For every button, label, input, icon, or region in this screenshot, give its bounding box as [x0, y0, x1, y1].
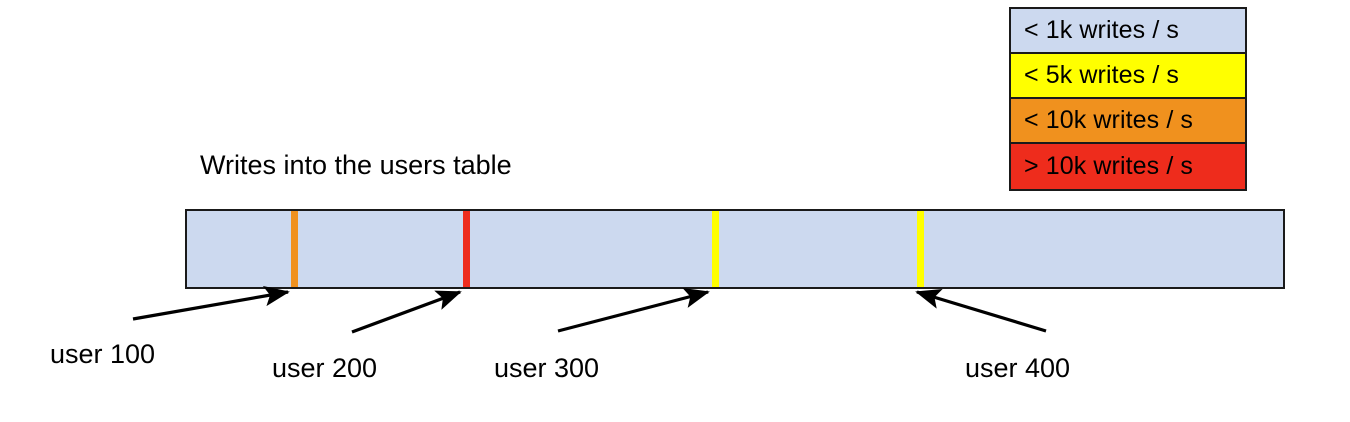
legend-row-tier-4: > 10k writes / s [1011, 144, 1245, 189]
arrow-user-300 [557, 288, 710, 333]
legend-label-tier-2: < 5k writes / s [1024, 61, 1180, 89]
arrow-user-100 [132, 285, 290, 321]
partition-marker-user-200 [463, 211, 470, 287]
legend-row-tier-1: < 1k writes / s [1011, 9, 1245, 54]
annotation-label-user-100: user 100 [50, 339, 156, 369]
arrow-user-400 [915, 289, 1047, 333]
legend-label-tier-3: < 10k writes / s [1024, 106, 1194, 134]
partition-marker-user-100 [291, 211, 298, 287]
legend: < 1k writes / s < 5k writes / s < 10k wr… [1009, 7, 1247, 191]
annotation-label-user-300: user 300 [494, 353, 600, 383]
partition-marker-user-300 [712, 211, 719, 287]
legend-label-tier-1: < 1k writes / s [1024, 16, 1180, 44]
partition-marker-user-400 [917, 211, 924, 287]
legend-row-tier-2: < 5k writes / s [1011, 54, 1245, 99]
legend-label-tier-4: > 10k writes / s [1024, 152, 1194, 180]
annotation-label-user-200: user 200 [272, 353, 378, 383]
legend-row-tier-3: < 10k writes / s [1011, 99, 1245, 144]
annotation-label-user-400: user 400 [965, 353, 1071, 383]
users-table-bar [185, 209, 1285, 289]
arrow-user-200 [351, 290, 462, 334]
diagram-caption: Writes into the users table [200, 150, 512, 180]
